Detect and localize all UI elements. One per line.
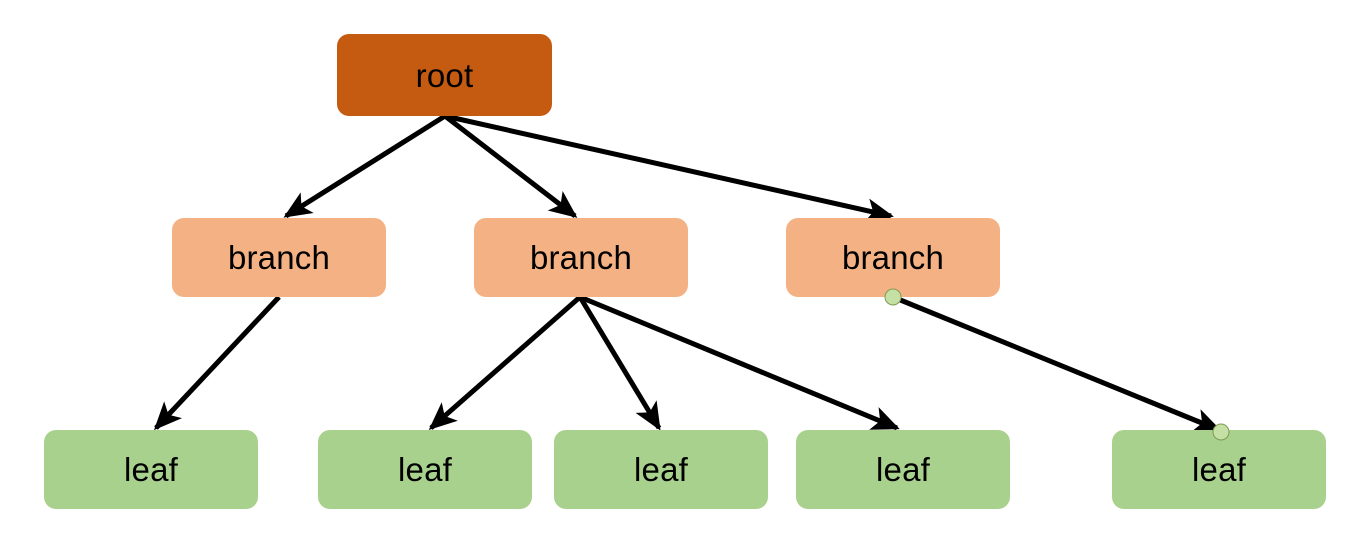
node-leaf3[interactable]: leaf [554, 430, 768, 509]
edge-branch1-to-leaf1 [153, 295, 281, 431]
node-label-branch3: branch [841, 239, 945, 276]
node-root[interactable]: root [337, 34, 552, 116]
dot-branch3-source[interactable] [884, 288, 902, 306]
edge-branch2-to-leaf3 [577, 295, 662, 431]
node-branch3[interactable]: branch [786, 218, 1000, 297]
node-leaf1[interactable]: leaf [44, 430, 258, 509]
node-label-leaf2: leaf [397, 451, 452, 488]
node-label-root: root [415, 56, 474, 94]
edge-branch3-to-leaf5 [892, 294, 1222, 433]
node-label-leaf1: leaf [123, 451, 178, 488]
node-leaf4[interactable]: leaf [796, 430, 1010, 509]
node-label-branch1: branch [227, 239, 331, 276]
edge-root-to-branch1 [283, 113, 447, 219]
node-label-leaf4: leaf [875, 451, 930, 488]
edge-root-to-branch2 [443, 114, 578, 218]
node-leaf2[interactable]: leaf [318, 430, 532, 509]
dot-leaf5-target[interactable] [1212, 423, 1230, 441]
node-leaf5[interactable]: leaf [1112, 430, 1326, 509]
node-branch1[interactable]: branch [172, 218, 386, 297]
node-label-leaf5: leaf [1191, 451, 1246, 488]
edge-root-to-branch3 [444, 113, 894, 223]
node-branch2[interactable]: branch [474, 218, 688, 297]
node-label-leaf3: leaf [633, 451, 688, 488]
edge-branch2-to-leaf4 [579, 294, 900, 431]
edge-branch2-to-leaf2 [428, 295, 582, 430]
node-label-branch2: branch [529, 239, 633, 276]
